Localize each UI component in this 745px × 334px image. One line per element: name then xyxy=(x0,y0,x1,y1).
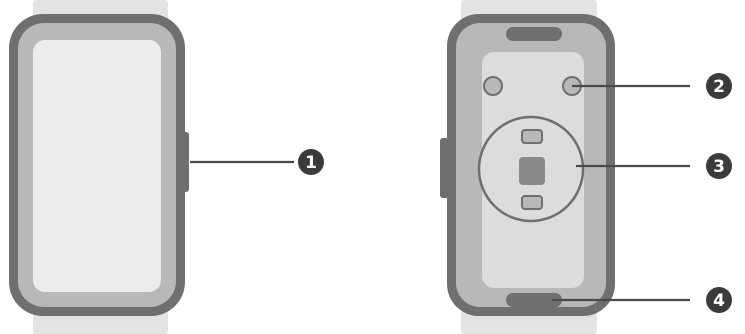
watch-front-view: 1 xyxy=(9,0,324,334)
callout-number-2: 2 xyxy=(713,77,725,97)
callout-badge-3: 3 xyxy=(706,153,732,179)
callout-badge-1: 1 xyxy=(298,149,324,175)
sensor-window-center xyxy=(519,157,545,185)
callout-number-1: 1 xyxy=(305,153,317,173)
back-top-latch xyxy=(506,27,562,41)
callout-number-3: 3 xyxy=(713,157,725,177)
callout-badge-2: 2 xyxy=(706,73,732,99)
back-left-vent xyxy=(483,76,503,96)
back-bottom-latch xyxy=(506,293,562,307)
sensor-window-bottom xyxy=(521,195,543,210)
back-side-button xyxy=(440,138,449,198)
callout-number-4: 4 xyxy=(713,291,725,311)
front-screen xyxy=(33,40,161,292)
sensor-window-top xyxy=(521,129,543,144)
callout-badge-4: 4 xyxy=(706,287,732,313)
watch-back-view: 2 3 4 xyxy=(440,0,732,334)
